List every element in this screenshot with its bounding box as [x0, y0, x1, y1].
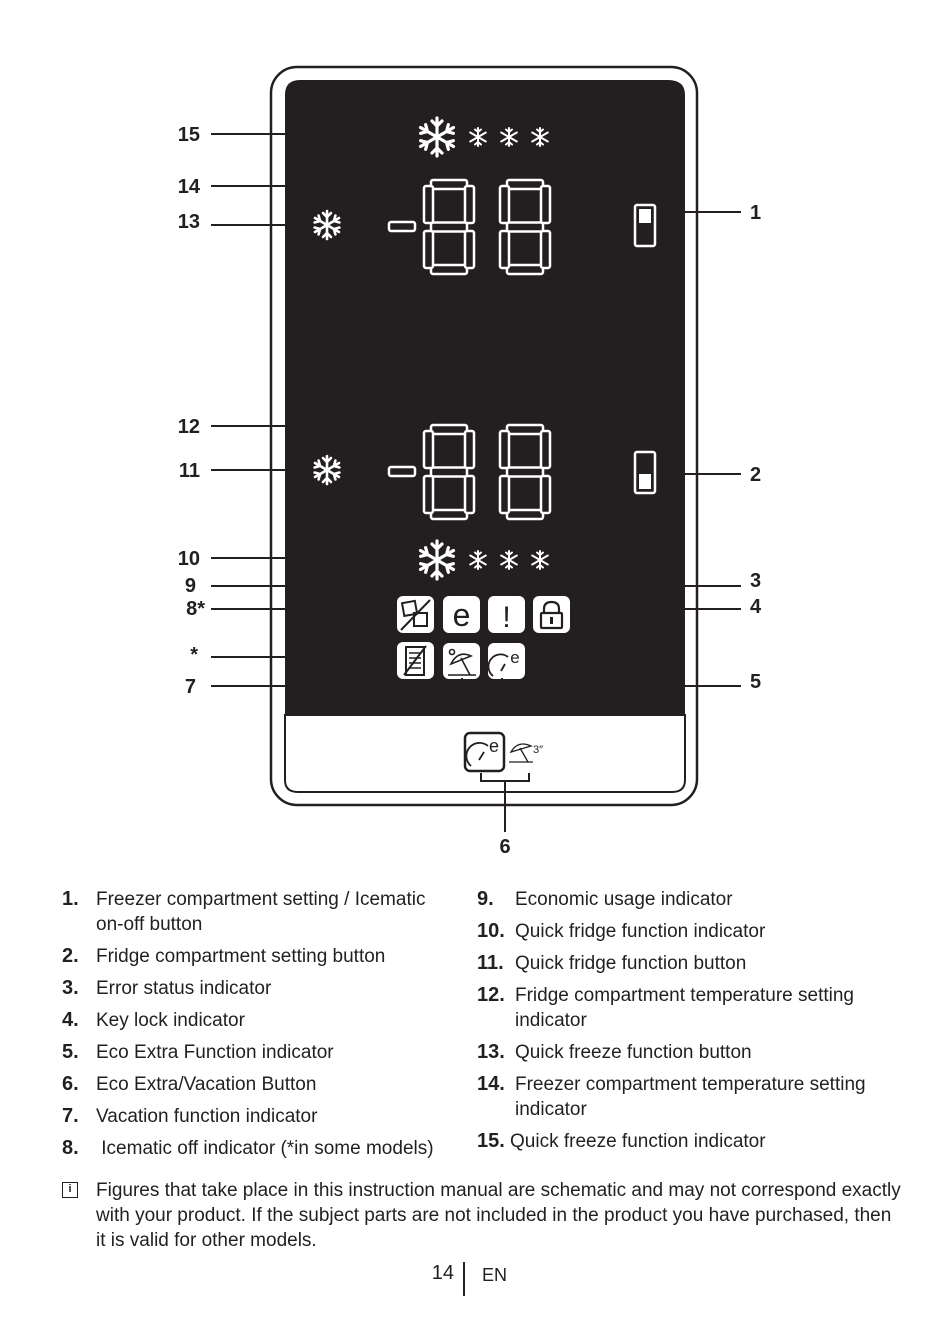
- legend-text: Vacation function indicator: [96, 1106, 318, 1127]
- callout-5: 5: [750, 671, 761, 693]
- callout-11: 11: [179, 460, 200, 482]
- legend-item: 8. Icematic off indicator (*in some mode…: [62, 1136, 442, 1161]
- callout-4: 4: [750, 596, 762, 618]
- eco-symbol-button: e: [489, 736, 499, 756]
- legend-item: 7. Vacation function indicator: [62, 1104, 442, 1129]
- legend-text: Freezer compartment setting / Icematic o…: [96, 889, 426, 935]
- eco-extra-indicator: e: [487, 643, 525, 679]
- legend-number: 7.: [62, 1105, 79, 1127]
- eco-indicator: e: [443, 596, 480, 633]
- legend-item: 3. Error status indicator: [62, 976, 442, 1001]
- callout-8: 8*: [186, 598, 205, 620]
- legend-text: Quick freeze function indicator: [510, 1131, 766, 1152]
- key-lock-indicator: [533, 596, 570, 633]
- legend-item: 14. Freezer compartment temperature sett…: [477, 1072, 897, 1122]
- legend-number: 9.: [477, 888, 494, 910]
- legend-number: 11.: [477, 952, 504, 974]
- legend-number: 4.: [62, 1009, 79, 1031]
- legend-number: 8.: [62, 1137, 79, 1159]
- freezer-temperature-display: [387, 178, 552, 276]
- legend-item: 2. Fridge compartment setting button: [62, 944, 442, 969]
- callout-13: 13: [178, 211, 200, 233]
- callout-10: 10: [178, 548, 200, 570]
- leader-lines: [211, 133, 741, 832]
- legend-number: 5.: [62, 1041, 79, 1063]
- legend-number: 6.: [62, 1073, 79, 1095]
- minus-segment: [387, 465, 417, 478]
- callout-6: 6: [499, 836, 510, 858]
- callout-12: 12: [178, 416, 200, 438]
- umbrella-icon: [509, 743, 533, 763]
- legend-number: 1.: [62, 888, 79, 910]
- legend-number: 12.: [477, 984, 505, 1006]
- legend-item: 4. Key lock indicator: [62, 1008, 442, 1033]
- error-indicator: !: [488, 596, 525, 634]
- legend-text: Key lock indicator: [96, 1010, 245, 1031]
- hold-time-label: 3″: [533, 744, 543, 756]
- icematic-indicator: [397, 642, 434, 679]
- page-number: 14: [431, 1262, 454, 1284]
- legend-text: Quick freeze function button: [515, 1042, 752, 1063]
- fridge-temperature-display: [387, 423, 552, 521]
- legend-number: 2.: [62, 945, 79, 967]
- legend-item: 6. Eco Extra/Vacation Button: [62, 1072, 442, 1097]
- fridge-setting-button[interactable]: [633, 450, 657, 495]
- note-text: Figures that take place in this instruct…: [96, 1180, 901, 1251]
- icematic-off-indicator: [397, 596, 434, 633]
- legend-text: Economic usage indicator: [515, 889, 733, 910]
- legend-text: Quick fridge function button: [515, 953, 747, 974]
- control-panel-diagram: e ! e: [178, 65, 762, 858]
- legend-text: Eco Extra Function indicator: [96, 1042, 334, 1063]
- callout-2: 2: [750, 464, 761, 486]
- legend-item: 13. Quick freeze function button: [477, 1040, 897, 1065]
- display-screen: [285, 80, 685, 715]
- legend-item: 12. Fridge compartment temperature setti…: [477, 983, 897, 1033]
- callout-14: 14: [178, 176, 201, 198]
- eco-symbol: e: [453, 597, 471, 633]
- eco-symbol-small: e: [510, 648, 519, 667]
- legend-number: 13.: [477, 1041, 505, 1063]
- legend-number: 3.: [62, 977, 79, 999]
- callout-15: 15: [178, 124, 200, 146]
- legend-number: 14.: [477, 1073, 505, 1095]
- footer-divider: [463, 1262, 465, 1296]
- freezer-setting-button[interactable]: [633, 203, 657, 248]
- legend-item: 1. Freezer compartment setting / Icemati…: [62, 887, 442, 937]
- callout-9: 9: [185, 575, 196, 597]
- info-icon: i: [62, 1182, 78, 1198]
- legend-text: Eco Extra/Vacation Button: [96, 1074, 317, 1095]
- error-symbol: !: [502, 601, 510, 634]
- callout-star: *: [190, 644, 198, 666]
- callout-3: 3: [750, 570, 761, 592]
- language-code: EN: [482, 1265, 508, 1285]
- vacation-indicator: [443, 643, 480, 679]
- legend-item: 5. Eco Extra Function indicator: [62, 1040, 442, 1065]
- minus-segment: [387, 220, 417, 233]
- legend-item: 11. Quick fridge function button: [477, 951, 897, 976]
- legend-text: Fridge compartment temperature setting i…: [515, 985, 854, 1031]
- callout-labels: 15 14 13 12 11 10 9 8* * 7 1 2 3 4 5 6: [178, 124, 762, 858]
- legend-text: Icematic off indicator (*in some models): [96, 1138, 434, 1159]
- legend-number: 10.: [477, 920, 505, 942]
- callout-1: 1: [750, 202, 761, 224]
- eco-extra-vacation-button[interactable]: e 3″: [463, 731, 543, 773]
- legend-item: 10. Quick fridge function indicator: [477, 919, 897, 944]
- legend-item: 9. Economic usage indicator: [477, 887, 897, 912]
- legend-item: 15. Quick freeze function indicator: [477, 1129, 897, 1154]
- legend-text: Freezer compartment temperature setting …: [515, 1074, 866, 1120]
- legend-text: Quick fridge function indicator: [515, 921, 766, 942]
- legend-number: 15.: [477, 1130, 505, 1152]
- legend-text: Fridge compartment setting button: [96, 946, 386, 967]
- legend-text: Error status indicator: [96, 978, 272, 999]
- callout-7: 7: [185, 676, 196, 698]
